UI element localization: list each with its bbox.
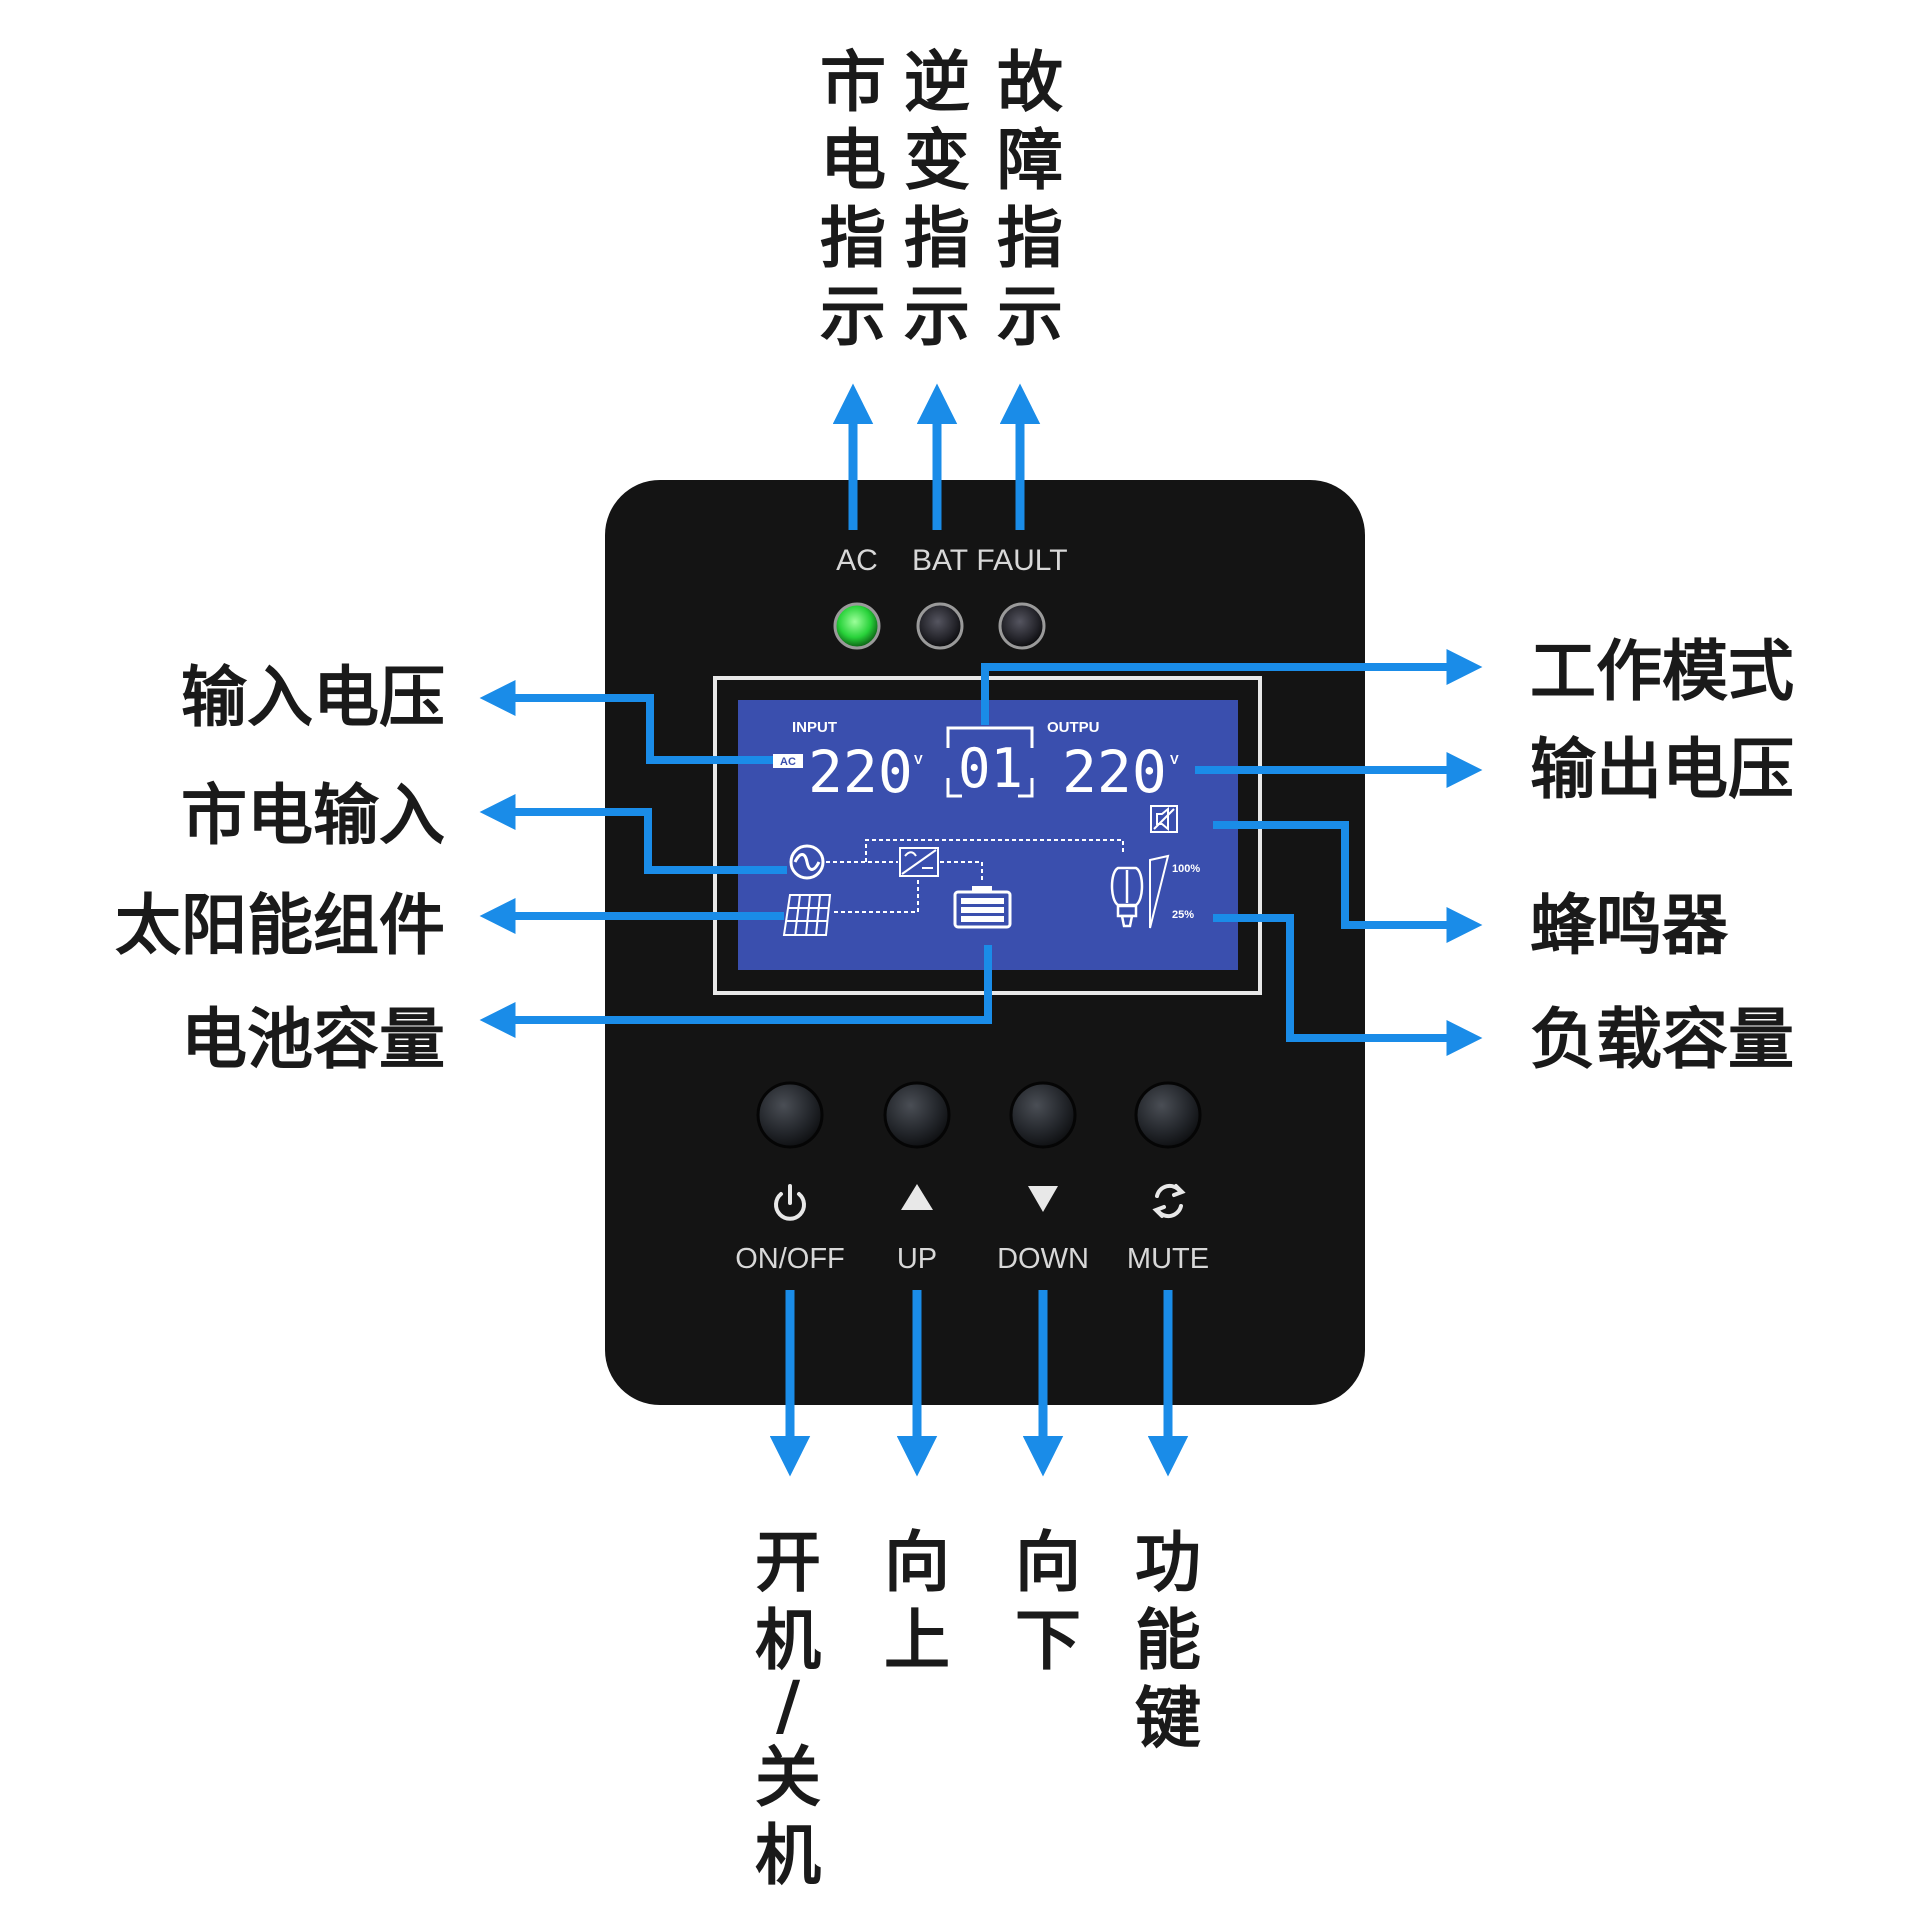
svg-text:关: 关 xyxy=(755,1739,821,1816)
svg-text:向: 向 xyxy=(884,1524,950,1601)
lcd-inverter-icon xyxy=(899,847,939,877)
triangle-up-icon xyxy=(901,1184,933,1210)
lcd-flow-lines xyxy=(826,839,1124,913)
caption-up: 向 上 xyxy=(884,1524,950,1679)
refresh-icon xyxy=(1152,1183,1186,1219)
arrow-buzzer xyxy=(1213,821,1483,943)
ac-led xyxy=(833,602,881,650)
lcd-solar-panel-icon xyxy=(782,894,832,936)
svg-text:示: 示 xyxy=(820,278,886,355)
up-label: UP xyxy=(897,1243,937,1275)
svg-text:电: 电 xyxy=(820,122,886,199)
svg-text:指: 指 xyxy=(904,200,970,277)
svg-text:指: 指 xyxy=(997,200,1063,277)
lcd-ac-tag: AC xyxy=(780,756,796,768)
lcd-load-bulb-icon xyxy=(1110,866,1144,928)
caption-down: 向 下 xyxy=(1015,1524,1081,1679)
led-label-bat: BAT xyxy=(912,544,968,577)
lcd-output-unit: V xyxy=(1170,752,1179,767)
up-button[interactable] xyxy=(883,1081,951,1149)
callout-output-voltage: 输出电压 xyxy=(1530,731,1794,808)
mute-label: MUTE xyxy=(1127,1243,1209,1275)
svg-text:功: 功 xyxy=(1135,1524,1201,1601)
callout-buzzer: 蜂鸣器 xyxy=(1530,887,1729,964)
svg-text:变: 变 xyxy=(904,122,970,199)
caption-mute: 功 能 键 xyxy=(1135,1524,1201,1757)
power-icon xyxy=(774,1184,806,1221)
down-button[interactable] xyxy=(1009,1081,1077,1149)
svg-text:指: 指 xyxy=(820,200,886,277)
down-label: DOWN xyxy=(997,1243,1089,1275)
caption-bat-indicator: 逆 变 指 示 xyxy=(904,44,970,355)
led-label-fault: FAULT xyxy=(976,544,1067,577)
callout-load-capacity: 负载容量 xyxy=(1530,1001,1794,1078)
lcd-input-unit: V xyxy=(914,752,923,767)
svg-text:故: 故 xyxy=(997,44,1063,121)
lcd-input-voltage: 220 xyxy=(808,738,913,806)
lcd-mode-bracket-bottom xyxy=(946,778,1034,798)
caption-fault-indicator: 故 障 指 示 xyxy=(997,44,1063,355)
lcd-input-label: INPUT xyxy=(792,719,837,736)
svg-text:键: 键 xyxy=(1135,1680,1201,1757)
svg-text:示: 示 xyxy=(904,278,970,355)
lcd-output-label: OUTPU xyxy=(1047,719,1100,736)
svg-text:示: 示 xyxy=(997,278,1063,355)
svg-text:市: 市 xyxy=(820,44,886,121)
svg-text:机: 机 xyxy=(755,1602,821,1679)
svg-text:逆: 逆 xyxy=(904,44,970,121)
lcd-battery-icon xyxy=(953,886,1012,929)
lcd-load-quarter: 25% xyxy=(1172,909,1194,921)
lcd-mode: 01 xyxy=(958,737,1023,800)
callout-input-voltage: 输入电压 xyxy=(181,659,445,736)
svg-text:能: 能 xyxy=(1135,1602,1201,1679)
lcd-ac-source-icon xyxy=(789,844,825,880)
on-off-button[interactable] xyxy=(756,1081,824,1149)
svg-text:下: 下 xyxy=(1015,1602,1081,1679)
lcd-screen xyxy=(738,700,1238,970)
arrow-mains-input xyxy=(479,794,787,874)
callout-battery-capacity: 电池容量 xyxy=(181,1001,445,1078)
arrow-input-voltage xyxy=(479,680,773,764)
fault-led xyxy=(998,602,1046,650)
arrow-battery-capacity xyxy=(479,945,992,1038)
callout-mains-input: 市电输入 xyxy=(181,777,445,854)
svg-text:/: / xyxy=(776,1667,801,1744)
svg-text:机: 机 xyxy=(755,1817,821,1894)
triangle-down-icon xyxy=(1028,1186,1058,1212)
callout-solar-module: 太阳能组件 xyxy=(115,887,445,964)
lcd-mode-bracket-top xyxy=(946,726,1034,748)
mute-button[interactable] xyxy=(1134,1081,1202,1149)
svg-text:向: 向 xyxy=(1015,1524,1081,1601)
lcd-buzzer-icon xyxy=(1150,805,1178,833)
lcd-load-bar xyxy=(1149,854,1170,929)
led-label-ac: AC xyxy=(836,544,878,577)
lcd-ac-tag-box xyxy=(773,754,803,768)
svg-text:开: 开 xyxy=(755,1524,821,1601)
on-off-label: ON/OFF xyxy=(735,1243,845,1275)
lcd-output-voltage: 220 xyxy=(1062,738,1167,806)
caption-ac-indicator: 市 电 指 示 xyxy=(820,44,886,355)
caption-on-off: 开 机 / 关 机 xyxy=(755,1524,821,1894)
svg-text:障: 障 xyxy=(997,122,1063,199)
lcd-load-full: 100% xyxy=(1172,863,1200,875)
arrow-load-capacity xyxy=(1213,914,1483,1056)
arrow-work-mode xyxy=(981,649,1483,725)
bat-led xyxy=(916,602,964,650)
svg-text:上: 上 xyxy=(884,1602,950,1679)
callout-work-mode: 工作模式 xyxy=(1530,633,1794,710)
